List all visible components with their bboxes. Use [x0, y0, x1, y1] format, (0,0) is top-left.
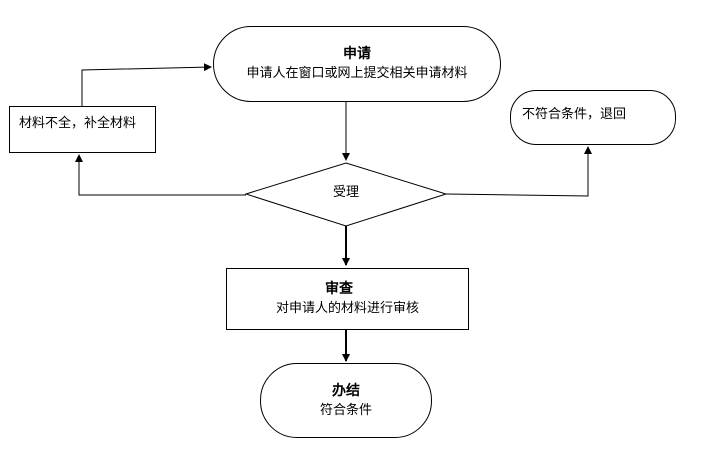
accept-decision-label: 受理: [332, 185, 359, 200]
reject-text: 不符合条件，退回: [522, 107, 627, 122]
arrow-accept-to-reject: [445, 146, 592, 197]
done-node: 办结 符合条件: [260, 363, 432, 438]
apply-description: 申请人在窗口或网上提交相关申请材料: [246, 66, 468, 81]
incomplete-materials-node: 材料不全，补全材料: [9, 106, 156, 153]
reject-node: 不符合条件，退回: [510, 90, 676, 145]
review-description: 对申请人的材料进行审核: [275, 301, 419, 316]
apply-node: 申请 申请人在窗口或网上提交相关申请材料: [213, 26, 501, 102]
apply-title: 申请: [343, 46, 371, 62]
arrow-accept-to-incomplete: [75, 154, 246, 196]
review-title: 审查: [325, 281, 353, 297]
incomplete-materials-text: 材料不全，补全材料: [19, 116, 137, 131]
done-title: 办结: [332, 382, 360, 399]
review-node: 审查 对申请人的材料进行审核: [226, 268, 469, 330]
arrow-incomplete-to-apply: [81, 63, 212, 106]
done-description: 符合条件: [319, 402, 372, 418]
